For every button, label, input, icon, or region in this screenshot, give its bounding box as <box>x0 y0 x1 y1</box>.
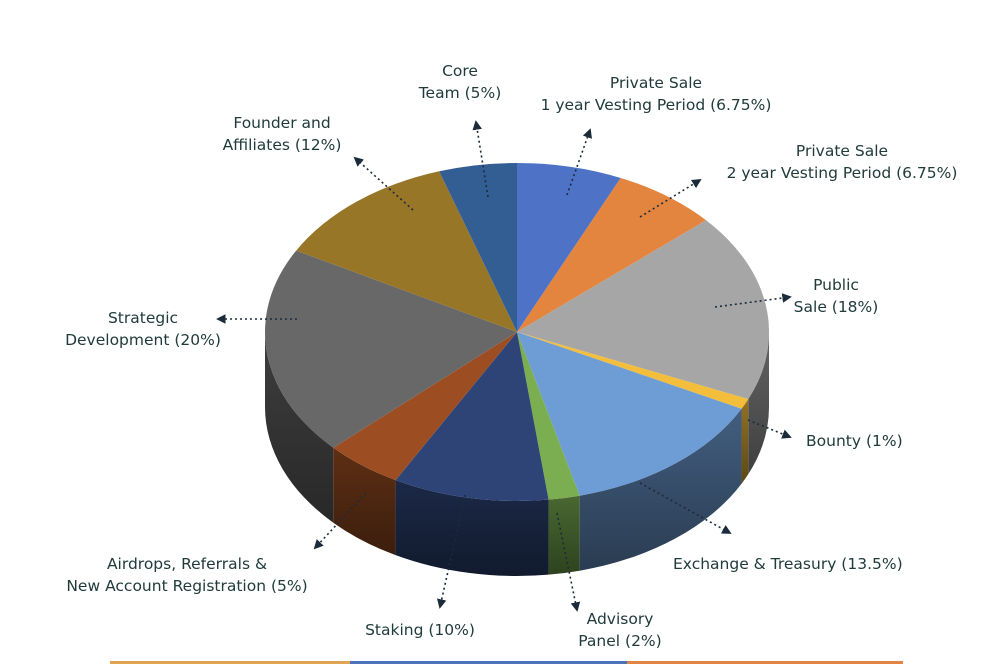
pie-slice-10[interactable] <box>439 163 517 332</box>
slice-label-line: New Account Registration (5%) <box>66 577 308 595</box>
pie-side-7 <box>333 447 396 556</box>
slice-label-line: Affiliates (12%) <box>222 136 342 154</box>
pie-slice-8[interactable] <box>265 250 517 448</box>
slice-label-line: Panel (2%) <box>578 632 662 650</box>
slice-label-line: Development (20%) <box>65 331 221 349</box>
slice-label-line: Strategic <box>107 309 179 327</box>
slice-label-line: 2 year Vesting Period (6.75%) <box>726 164 958 182</box>
slice-label-line: Private Sale <box>795 142 889 160</box>
slice-label-line: Private Sale <box>609 74 703 92</box>
footer-bar-orange-2 <box>627 661 903 664</box>
slice-label-line: Exchange & Treasury (13.5%) <box>673 555 903 573</box>
pie-slice-9[interactable] <box>296 171 517 332</box>
pie-slice-7[interactable] <box>333 332 517 481</box>
slice-label-line: Founder and <box>233 114 331 132</box>
footer-bar-orange <box>110 661 350 664</box>
pie-slice-4[interactable] <box>517 332 742 496</box>
slice-label: Exchange & Treasury (13.5%) <box>673 553 903 575</box>
footer-bar-blue <box>350 661 627 664</box>
pie-slice-1[interactable] <box>517 177 707 332</box>
slice-label-line: Staking (10%) <box>365 621 475 639</box>
slice-label: Bounty (1%) <box>806 430 903 452</box>
slice-label-line: Core <box>442 62 478 80</box>
pie-side-6 <box>395 480 549 576</box>
leader-arrow-4 <box>639 482 732 534</box>
slice-label-line: Public <box>813 276 859 294</box>
leader-arrow-6 <box>436 494 466 609</box>
leader-arrow-5 <box>556 512 581 612</box>
slice-label-line: Sale (18%) <box>793 298 879 316</box>
pie-side-3 <box>741 399 749 484</box>
leader-arrow-0 <box>566 128 592 196</box>
slice-label: Staking (10%) <box>365 619 475 641</box>
pie-slice-6[interactable] <box>395 332 549 501</box>
slice-label-line: Bounty (1%) <box>806 432 903 450</box>
slice-label-line: 1 year Vesting Period (6.75%) <box>540 96 772 114</box>
pie-side-2 <box>748 332 770 475</box>
leader-arrow-1 <box>639 178 702 218</box>
pie-slice-2[interactable] <box>517 220 770 400</box>
pie-side-5 <box>548 495 580 575</box>
slice-label-line: Airdrops, Referrals & <box>106 555 268 573</box>
pie-slice-3[interactable] <box>517 332 749 409</box>
slice-label-line: Advisory <box>586 610 654 628</box>
slice-label: Airdrops, Referrals & New Account Registr… <box>66 553 307 597</box>
pie-slice-5[interactable] <box>517 332 580 500</box>
pie-slice-0[interactable] <box>517 163 621 332</box>
slice-label-line: Team (5%) <box>418 84 502 102</box>
pie-side-4 <box>579 408 742 571</box>
pie-side-8 <box>265 332 334 523</box>
slice-label: Private Sale 1 year Vesting Period (6.75%… <box>541 72 772 116</box>
slice-label: Private Sale 2 year Vesting Period (6.75%… <box>727 140 958 184</box>
